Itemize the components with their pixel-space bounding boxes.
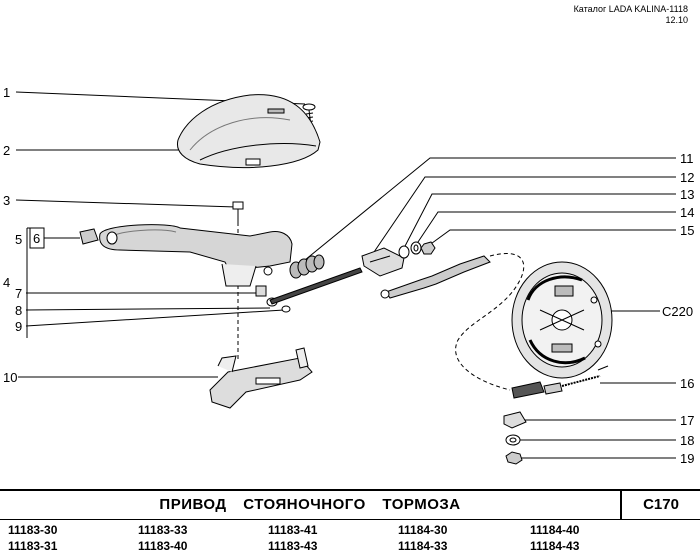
boot-part-11 bbox=[289, 254, 325, 279]
callout-1: 1 bbox=[3, 85, 10, 100]
title-row: ПРИВОД СТОЯНОЧНОГО ТОРМОЗА C170 bbox=[0, 491, 700, 520]
leader-line-3 bbox=[15, 199, 237, 208]
catalog-title: Каталог LADA KALINA-1118 bbox=[573, 4, 688, 14]
title-divider bbox=[620, 491, 622, 519]
model-code: 11183-41 bbox=[268, 523, 318, 537]
handle-grip-part-6 bbox=[79, 228, 99, 245]
leader-line-12 bbox=[371, 176, 676, 256]
washer-part-18 bbox=[505, 434, 521, 446]
model-code: 11184-33 bbox=[398, 539, 448, 553]
equalizer-rod bbox=[269, 267, 363, 305]
model-code: 11183-31 bbox=[8, 539, 58, 553]
bolt-part-3 bbox=[232, 201, 244, 222]
callout-17: 17 bbox=[680, 413, 694, 428]
cable-front-ends bbox=[380, 255, 491, 299]
leader-line-13 bbox=[402, 193, 676, 251]
callout-18: 18 bbox=[680, 433, 694, 448]
callout-8: 8 bbox=[15, 303, 22, 318]
cable-rear-part-16 bbox=[511, 365, 609, 399]
model-code: 11183-33 bbox=[138, 523, 188, 537]
callout-9: 9 bbox=[15, 319, 22, 334]
callout-4: 4 bbox=[3, 275, 10, 290]
nut-part-19 bbox=[505, 451, 523, 465]
section-code: C170 bbox=[643, 496, 679, 513]
washer-part-14 bbox=[410, 241, 422, 255]
model-code: 11184-43 bbox=[530, 539, 580, 553]
clip-part-7 bbox=[255, 285, 267, 297]
callout-2: 2 bbox=[3, 143, 10, 158]
pin-part-9 bbox=[281, 305, 291, 313]
callout-12: 12 bbox=[680, 170, 694, 185]
callout-13: 13 bbox=[680, 187, 694, 202]
lever-part-5 bbox=[99, 224, 293, 287]
callout-10: 10 bbox=[3, 370, 17, 385]
leader-line-9 bbox=[25, 309, 285, 327]
washer-part-13 bbox=[398, 245, 410, 259]
clip-part-17 bbox=[503, 411, 527, 429]
callout-6: 6 bbox=[33, 231, 40, 246]
parking-brake-assembly-drawing: 1 2 3 4 5 6 7 8 9 10 11 12 13 14 15 C220… bbox=[3, 85, 694, 466]
callout-5: 5 bbox=[15, 232, 22, 247]
callout-14: 14 bbox=[680, 205, 694, 220]
title-block: ПРИВОД СТОЯНОЧНОГО ТОРМОЗА C170 11183-30… bbox=[0, 489, 700, 560]
equalizer-part-12 bbox=[361, 247, 405, 277]
model-code: 11184-30 bbox=[398, 523, 448, 537]
model-list: 11183-30 11183-33 11183-41 11184-30 1118… bbox=[0, 523, 700, 559]
callout-16: 16 bbox=[680, 376, 694, 391]
callout-7: 7 bbox=[15, 286, 22, 301]
callout-15: 15 bbox=[680, 223, 694, 238]
leader-line-15 bbox=[427, 229, 676, 247]
callout-c220: C220 bbox=[662, 304, 693, 319]
nut-part-15 bbox=[420, 241, 436, 255]
model-code: 11183-40 bbox=[138, 539, 188, 553]
callout-3: 3 bbox=[3, 193, 10, 208]
callout-19: 19 bbox=[680, 451, 694, 466]
console-cover-part-2 bbox=[176, 94, 321, 168]
model-code: 11184-40 bbox=[530, 523, 580, 537]
callout-11: 11 bbox=[680, 151, 694, 166]
rear-brake-mechanism bbox=[511, 261, 613, 379]
diagram-title: ПРИВОД СТОЯНОЧНОГО ТОРМОЗА bbox=[159, 496, 461, 513]
model-code: 11183-43 bbox=[268, 539, 318, 553]
mount-bracket-part-10 bbox=[209, 347, 313, 409]
model-code: 11183-30 bbox=[8, 523, 58, 537]
leader-line-8 bbox=[25, 307, 271, 311]
cable-route-dashed bbox=[455, 252, 525, 391]
leader-line-11 bbox=[304, 157, 676, 261]
leader-line-14 bbox=[413, 211, 676, 249]
catalog-edition: 12.10 bbox=[665, 15, 688, 25]
bracket-5-6 bbox=[29, 227, 45, 249]
